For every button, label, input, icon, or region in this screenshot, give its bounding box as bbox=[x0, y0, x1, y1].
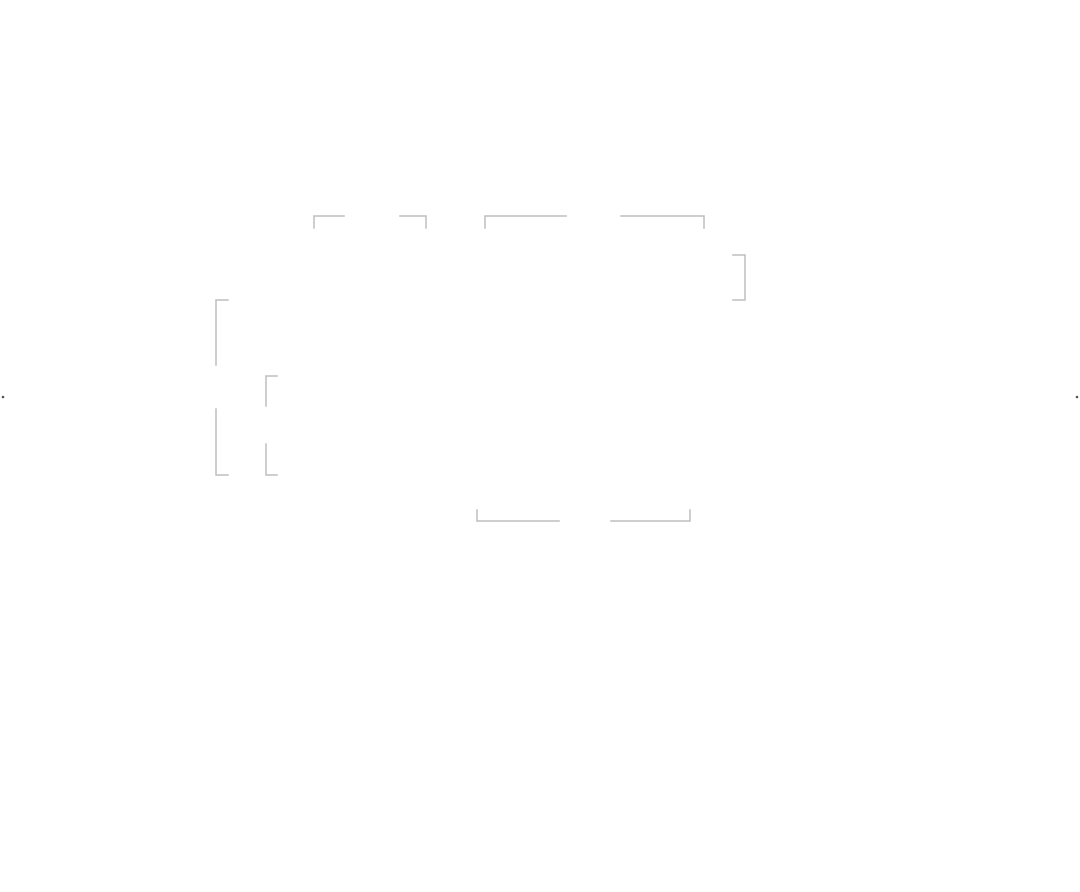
marker-dot-left bbox=[1, 395, 5, 399]
bracket-left-inner bbox=[265, 375, 278, 476]
bracket-top-right bbox=[484, 215, 705, 229]
bracket-top-left bbox=[313, 215, 427, 229]
bracket-left-outer bbox=[215, 299, 229, 476]
bracket-right-side bbox=[732, 254, 746, 301]
bracket-bottom bbox=[476, 509, 691, 522]
marker-dot-right bbox=[1075, 395, 1079, 399]
